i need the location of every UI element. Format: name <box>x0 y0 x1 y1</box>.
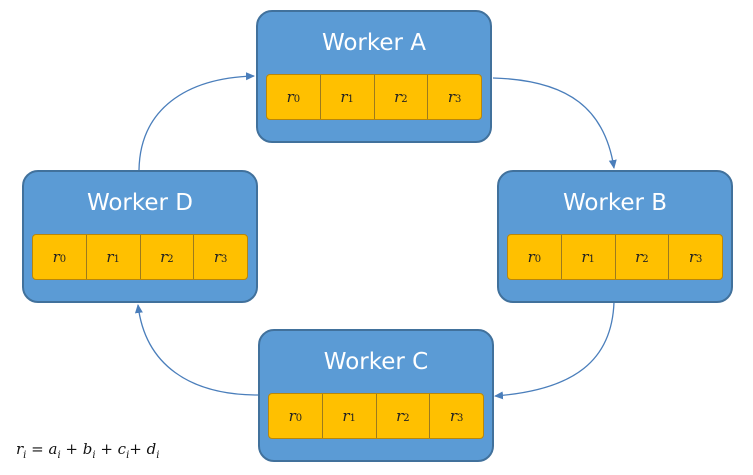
arrow-a-to-b <box>492 77 617 169</box>
arrow-c-to-d <box>134 304 259 396</box>
worker-b-title: Worker B <box>562 190 668 216</box>
worker-a-title: Worker A <box>321 30 427 56</box>
worker-d-title: Worker D <box>86 190 194 216</box>
worker-c-title: Worker C <box>323 349 429 375</box>
reduction-formula: ri = ai + bi + ci+ di <box>16 440 160 461</box>
arrow-d-to-a <box>138 72 255 171</box>
arrow-b-to-c <box>494 301 615 400</box>
